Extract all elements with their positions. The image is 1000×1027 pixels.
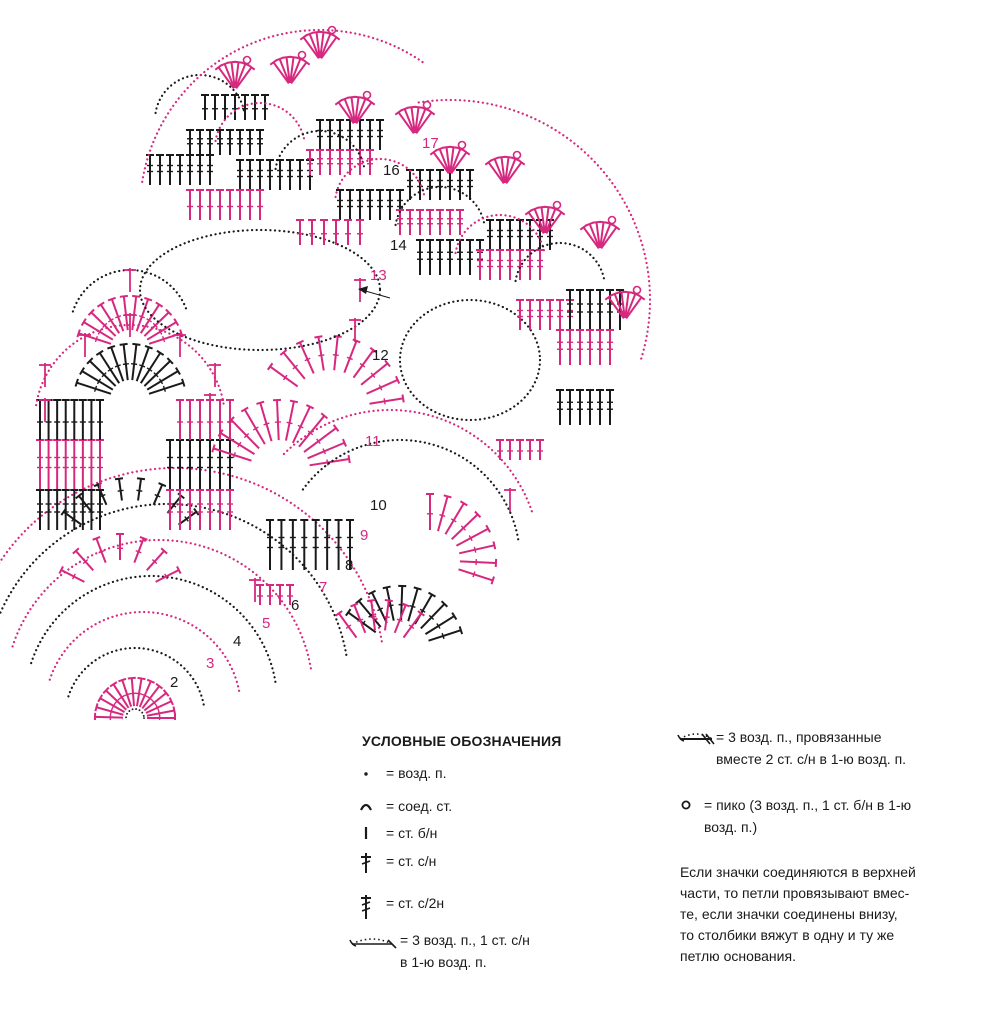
legend-item-tr: = ст. с/2н — [356, 893, 556, 921]
note-line: Если значки соединяются в верхней — [680, 864, 916, 880]
chain-dc2tog-icon — [677, 733, 715, 745]
round-label-12: 12 — [372, 347, 389, 364]
crochet-chart: 2 3 4 5 6 7 8 9 10 11 12 13 14 16 17 — [0, 25, 652, 720]
chart-stitches — [0, 25, 652, 720]
single-crochet-icon — [364, 827, 368, 839]
note-line: части, то петли провязывают вмес- — [680, 885, 910, 901]
treble-crochet-icon — [361, 895, 371, 919]
legend-title: УСЛОВНЫЕ ОБОЗНАЧЕНИЯ — [362, 733, 562, 749]
round-label-16: 16 — [383, 162, 400, 179]
round-label-17: 17 — [422, 135, 439, 152]
round-label-9: 9 — [360, 527, 368, 544]
round-labels: 2 3 4 5 6 7 8 9 10 11 12 13 14 16 17 — [170, 135, 439, 691]
note-line: то столбики вяжут в одну и ту же — [680, 927, 895, 943]
legend-item-sc: = ст. б/н — [356, 823, 556, 845]
round-label-4: 4 — [233, 633, 241, 650]
start-arrow — [358, 286, 391, 299]
chain-dc-icon — [349, 938, 397, 949]
round-label-13: 13 — [370, 267, 387, 284]
round-label-11: 11 — [365, 433, 381, 450]
legend-note: Если значки соединяются в верхней части,… — [680, 862, 980, 967]
legend-item-slip: = соед. ст. — [356, 796, 556, 818]
round-label-5: 5 — [262, 615, 270, 632]
round-label-7: 7 — [319, 579, 327, 596]
note-line: петлю основания. — [680, 948, 796, 964]
chain-stitch-icon — [364, 772, 368, 776]
legend-item-chain: = возд. п. — [356, 763, 556, 785]
double-crochet-icon — [361, 853, 371, 873]
round-label-10: 10 — [370, 497, 387, 514]
legend-item-dc: = ст. с/н — [356, 851, 556, 877]
round-label-2: 2 — [170, 674, 178, 691]
round-label-6: 6 — [291, 597, 299, 614]
legend-item-chain-dc: = 3 возд. п., 1 ст. с/н в 1-ю возд. п. — [348, 930, 608, 974]
round-label-14: 14 — [390, 237, 407, 254]
slip-stitch-icon — [360, 803, 372, 811]
picot-icon — [681, 800, 691, 810]
legend-item-chain-dc2tog: = 3 возд. п., провязанные вместе 2 ст. с… — [676, 727, 986, 771]
legend-item-picot: = пико (3 возд. п., 1 ст. б/н в 1-ю возд… — [676, 795, 986, 839]
round-label-8: 8 — [345, 557, 353, 574]
note-line: те, если значки соединены внизу, — [680, 906, 898, 922]
round-label-3: 3 — [206, 655, 214, 672]
